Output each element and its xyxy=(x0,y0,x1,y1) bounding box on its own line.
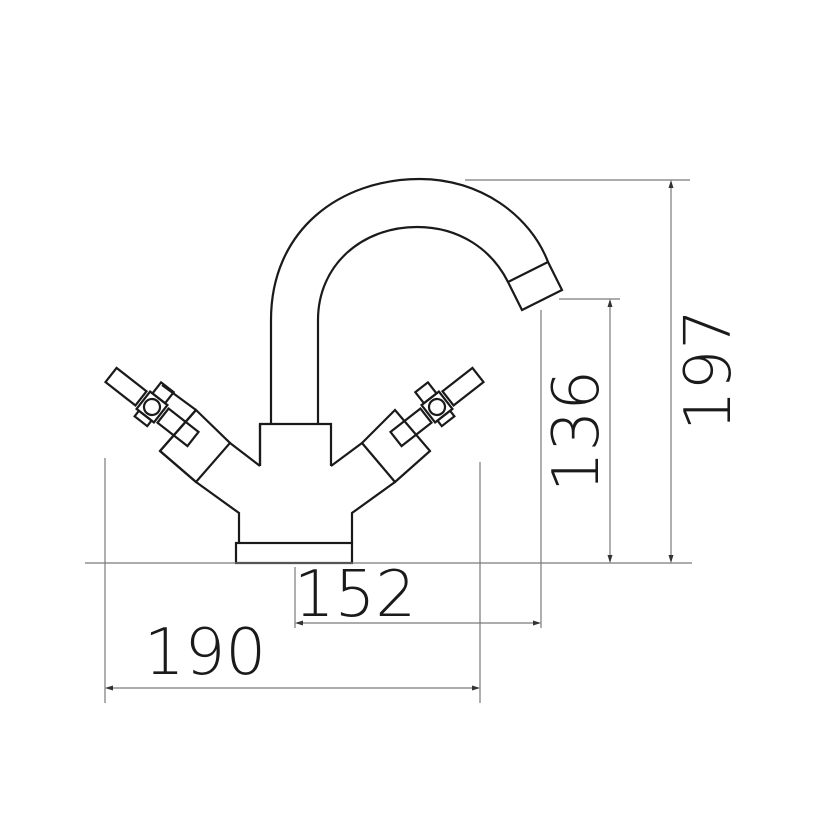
arrow-down-icon xyxy=(607,555,613,563)
label-overall-height: 197 xyxy=(672,309,746,431)
left-valve-housing-front xyxy=(159,409,197,452)
arrow-left-icon xyxy=(295,620,303,626)
left-arm-lower xyxy=(195,481,241,543)
arrow-right-icon xyxy=(533,620,541,626)
left-arm xyxy=(229,424,262,467)
arrow-left-icon xyxy=(105,685,113,691)
arrow-right-icon xyxy=(472,685,480,691)
label-outlet-height: 136 xyxy=(540,370,614,492)
left-valve-housing xyxy=(158,408,232,484)
dimension-lines xyxy=(85,179,692,703)
spout-aerator xyxy=(506,260,564,312)
tap-outline xyxy=(103,177,564,565)
label-spout-reach: 152 xyxy=(294,558,416,632)
right-arm-lower xyxy=(350,481,396,543)
right-arm xyxy=(330,442,363,467)
arrow-up-icon xyxy=(668,180,674,188)
central-body xyxy=(258,422,333,466)
arrow-up-icon xyxy=(607,299,613,307)
arrow-down-icon xyxy=(668,555,674,563)
label-overall-width: 190 xyxy=(144,616,266,690)
left-valve-body xyxy=(159,384,197,483)
right-valve-housing xyxy=(360,408,432,484)
spout-inner-curve xyxy=(316,225,509,424)
left-cross-handle xyxy=(103,366,201,448)
dimension-labels: 197 136 152 190 xyxy=(144,309,746,690)
spout-outer-curve xyxy=(269,177,550,424)
right-cross-handle xyxy=(388,366,486,448)
